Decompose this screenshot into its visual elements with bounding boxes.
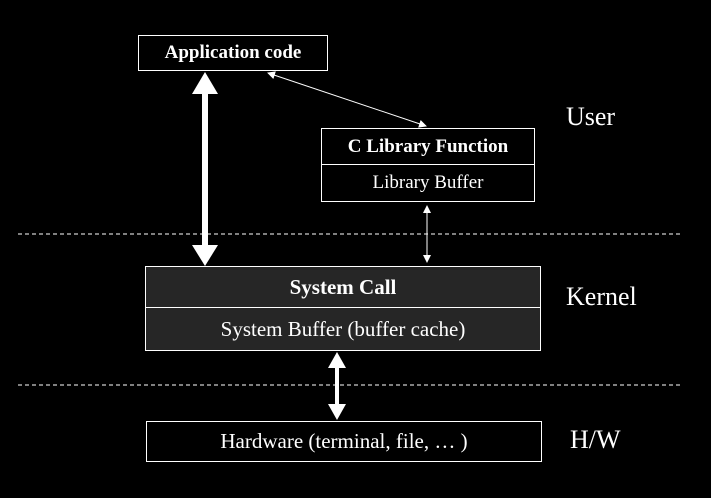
kernel-layer-label: Kernel	[566, 282, 637, 311]
user-layer-label: User	[566, 102, 616, 131]
system-buffer-box: System Buffer (buffer cache)	[145, 307, 541, 351]
c-library-function-box: C Library Function	[321, 128, 535, 165]
sysbuf-hardware-double-arrow	[328, 352, 346, 420]
app-syscall-double-arrow	[192, 72, 218, 266]
library-buffer-box: Library Buffer	[321, 164, 535, 202]
application-code-box: Application code	[138, 35, 328, 71]
app-clib-thin-arrow	[267, 71, 427, 128]
system-call-box: System Call	[145, 266, 541, 308]
hardware-box: Hardware (terminal, file, … )	[146, 421, 542, 462]
hw-layer-label: H/W	[570, 425, 621, 454]
